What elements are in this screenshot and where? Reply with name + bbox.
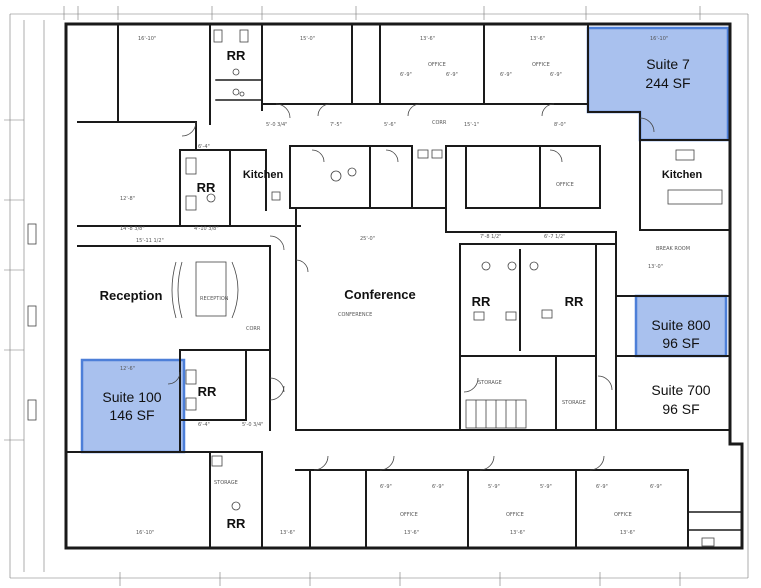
- suite-800-size: 96 SF: [662, 335, 699, 351]
- dim-text: 12'-8": [120, 196, 135, 202]
- suite-labels: Suite 7 244 SF Suite 800 96 SF Suite 700…: [102, 56, 710, 423]
- dim-text: 13'-6": [620, 530, 635, 536]
- room-tag: OFFICE: [428, 62, 446, 68]
- room-tag: OFFICE: [532, 62, 550, 68]
- room-tag: OFFICE: [400, 512, 418, 518]
- dim-text: 25'-0": [360, 236, 375, 242]
- dim-text: 7'-8 1/2": [480, 234, 501, 240]
- rr-label-left: RR: [197, 180, 216, 195]
- dim-text: 6'-4": [198, 144, 210, 150]
- dim-text: 12'-6": [120, 366, 135, 372]
- rr-label-mid-left: RR: [472, 294, 491, 309]
- rr-label-bottom: RR: [227, 516, 246, 531]
- suite-7-name: Suite 7: [646, 56, 690, 72]
- room-tag: RECEPTION: [200, 296, 229, 302]
- dim-text: 15'-0": [300, 36, 315, 42]
- fixtures: [27, 29, 723, 547]
- rr-label-lower: RR: [198, 384, 217, 399]
- dim-text: 6'-9": [500, 72, 512, 78]
- dim-text: 6'-9": [596, 484, 608, 490]
- dim-text: 16'-10": [650, 36, 668, 42]
- suite-7-size: 244 SF: [645, 75, 690, 91]
- dim-text: 5'-9": [488, 484, 500, 490]
- suite-800-name: Suite 800: [651, 317, 710, 333]
- exterior-walls: [64, 22, 744, 550]
- dim-text: 5'-0 3/4": [266, 122, 287, 128]
- dim-text: 6'-4": [198, 422, 210, 428]
- conference-label: Conference: [344, 287, 416, 302]
- dim-text: 13'-6": [280, 530, 295, 536]
- dim-text: 8'-0": [554, 122, 566, 128]
- dim-text: 6'-9": [650, 484, 662, 490]
- dimension-text: 16'-10" 15'-0" 13'-6" 13'-6" 16'-10" 6'-…: [120, 36, 690, 536]
- dim-text: 16'-10": [136, 530, 154, 536]
- dim-text: 6'-9": [550, 72, 562, 78]
- kitchen-label-right: Kitchen: [662, 169, 703, 181]
- dim-text: 15'-11 1/2": [136, 238, 164, 244]
- dim-text: 16'-10": [138, 36, 156, 42]
- room-tag: CORR: [432, 120, 447, 126]
- dim-text: 6'-7 1/2": [544, 234, 565, 240]
- reception-label: Reception: [100, 288, 163, 303]
- dim-text: 14'-8 3/8": [120, 226, 145, 232]
- dim-text: 4'-10 3/8": [194, 226, 219, 232]
- room-tag: STORAGE: [562, 400, 586, 406]
- dim-text: 6'-9": [446, 72, 458, 78]
- dim-text: 6'-9": [380, 484, 392, 490]
- room-tag: CORR: [246, 326, 261, 332]
- room-tag: OFFICE: [506, 512, 524, 518]
- room-tag: OFFICE: [614, 512, 632, 518]
- dim-text: 6'-9": [400, 72, 412, 78]
- dim-text: 13'-6": [420, 36, 435, 42]
- dim-text: 13'-0": [648, 264, 663, 270]
- suite-100-size: 146 SF: [109, 407, 154, 423]
- dim-text: 15'-1": [464, 122, 479, 128]
- dimension-lines: [4, 6, 749, 586]
- suite-800-highlight[interactable]: [634, 294, 728, 358]
- suite-700-size: 96 SF: [662, 401, 699, 417]
- rr-label-top: RR: [227, 48, 246, 63]
- room-tag: BREAK ROOM: [656, 246, 690, 252]
- dim-text: 5'-9": [540, 484, 552, 490]
- suite-700-name: Suite 700: [651, 382, 710, 398]
- dim-text: 5'-0 3/4": [242, 422, 263, 428]
- dim-text: 7'-5": [330, 122, 342, 128]
- room-tag: STORAGE: [478, 380, 502, 386]
- suite-100-highlight[interactable]: [80, 358, 186, 454]
- room-tag: CONFERENCE: [338, 312, 372, 318]
- room-tag: OFFICE: [556, 182, 574, 188]
- dim-text: 13'-6": [530, 36, 545, 42]
- kitchen-label-left: Kitchen: [243, 169, 284, 181]
- dim-text: 13'-6": [510, 530, 525, 536]
- rr-label-mid-right: RR: [565, 294, 584, 309]
- dim-text: 6'-9": [432, 484, 444, 490]
- suite-100-name: Suite 100: [102, 389, 161, 405]
- room-tag: STORAGE: [214, 480, 238, 486]
- room-labels: RR RR Kitchen Kitchen Reception Conferen…: [100, 48, 703, 531]
- dim-text: 13'-6": [404, 530, 419, 536]
- dim-text: 5'-6": [384, 122, 396, 128]
- interior-walls: [65, 23, 743, 549]
